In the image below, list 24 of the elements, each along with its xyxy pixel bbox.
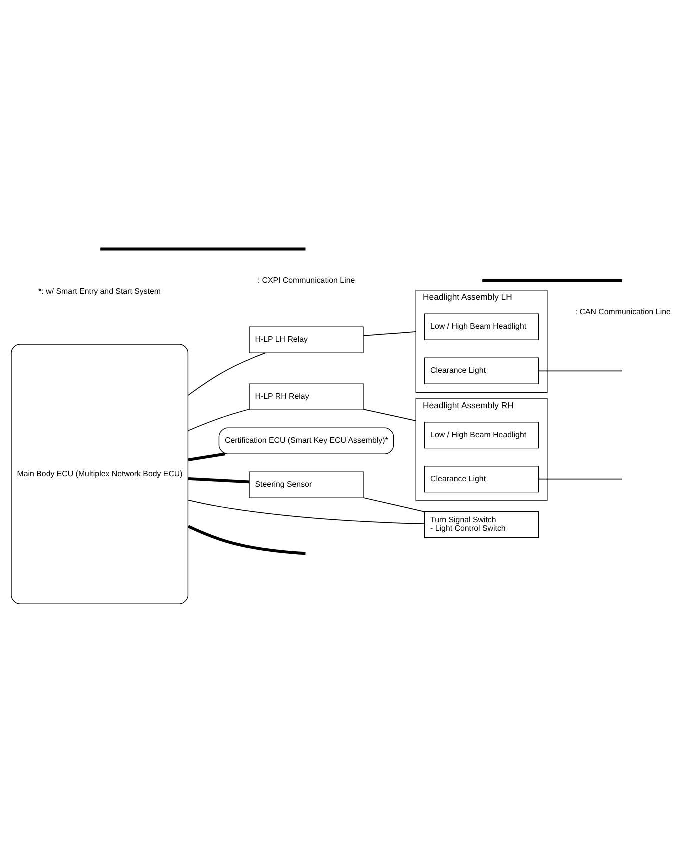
connector [363,497,426,512]
node-box: H-LP RH Relay [249,383,364,410]
connector [188,524,306,555]
connector [538,478,623,480]
connector [188,408,250,431]
connector [188,452,226,461]
connector [188,352,266,396]
node-box: Low / High Beam Headlight [424,422,540,448]
node-box: Turn Signal Switch - Light Control Switch [424,510,540,538]
legend-label: : CXPI Communication Line [258,276,356,284]
legend-label: : CAN Communication Line [575,307,671,316]
node-box: Steering Sensor [249,471,364,498]
node-box: Low / High Beam Headlight [424,313,540,340]
connector [188,499,426,524]
node-box: Main Body ECU (Multiplex Network Body ECU) [11,344,189,604]
label: *: w/ Smart Entry and Start System [38,286,162,296]
node-box: Clearance Light [424,357,540,384]
node-box: Clearance Light [424,466,540,492]
node-box: Certification ECU (Smart Key ECU Assembly)* [218,427,394,454]
node-box: H-LP LH Relay [249,326,364,353]
connector [538,370,623,372]
connector [363,408,417,421]
connector [363,331,417,336]
connector [188,476,250,484]
